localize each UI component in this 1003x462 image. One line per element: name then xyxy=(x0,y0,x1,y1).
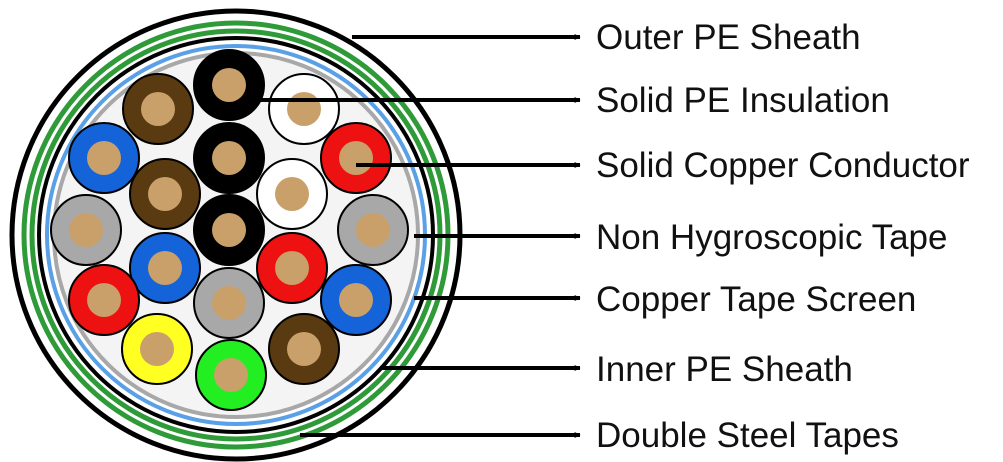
label-non-hygroscopic-tape: Non Hygroscopic Tape xyxy=(596,218,948,257)
core xyxy=(129,158,201,230)
core xyxy=(193,194,265,266)
pointer-lines xyxy=(246,34,581,438)
core xyxy=(50,194,122,266)
core xyxy=(268,313,340,385)
core xyxy=(121,313,193,385)
core xyxy=(320,264,392,336)
core xyxy=(268,73,340,145)
cores-group xyxy=(50,49,409,411)
label-copper-tape-screen: Copper Tape Screen xyxy=(596,280,917,319)
label-inner-pe-sheath: Inner PE Sheath xyxy=(596,350,853,389)
core xyxy=(68,122,140,194)
core xyxy=(68,264,140,336)
label-solid-copper-conductor: Solid Copper Conductor xyxy=(596,146,970,185)
core xyxy=(129,232,201,304)
label-outer-pe-sheath: Outer PE Sheath xyxy=(596,18,861,57)
core xyxy=(122,73,194,145)
core xyxy=(193,122,265,194)
core xyxy=(193,267,265,339)
core xyxy=(195,339,267,411)
label-solid-pe-insulation: Solid PE Insulation xyxy=(596,81,890,120)
core xyxy=(320,122,392,194)
core xyxy=(256,232,328,304)
core xyxy=(256,158,328,230)
label-double-steel-tapes: Double Steel Tapes xyxy=(596,416,899,455)
core xyxy=(337,194,409,266)
core xyxy=(193,49,265,121)
